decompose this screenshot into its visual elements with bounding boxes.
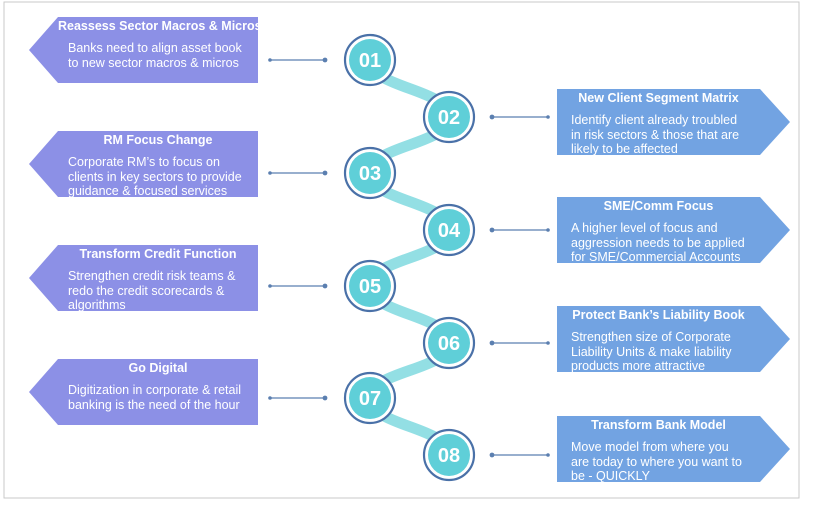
description-line: Strengthen size of Corporate [571, 330, 731, 344]
description-line: Corporate RM’s to focus on [68, 155, 220, 169]
description-line: in risk sectors & those that are [571, 127, 740, 142]
step-title-04: SME/Comm Focus [603, 199, 714, 213]
step-card-03 [29, 131, 258, 197]
circle-fill [428, 209, 470, 251]
circle-fill [349, 377, 391, 419]
step-number: 03 [359, 163, 381, 185]
step-title-03: RM Focus Change [103, 133, 213, 147]
circle-fill [428, 96, 470, 138]
step-number: 01 [359, 50, 381, 72]
description-line: products more attractive [571, 359, 706, 373]
step-number: 07 [359, 388, 381, 410]
pointer-dot-07 [322, 395, 328, 401]
step-title-06: Protect Bank’s Liability Book [572, 308, 745, 322]
description-line: Liability Units & make liability [571, 344, 732, 359]
step-circle-08: 08 [422, 428, 476, 482]
description-line: Digitization in corporate & retail [68, 383, 241, 397]
step-number: 04 [438, 220, 461, 242]
pointer-end-03 [268, 171, 272, 175]
step-circle-05: 05 [343, 259, 397, 313]
description-line: redo the credit scorecards & [68, 283, 225, 298]
step-description-05: Strengthen credit risk teams &redo the c… [68, 269, 256, 313]
pointer-end-07 [268, 396, 272, 400]
step-circle-07: 07 [343, 371, 397, 425]
description-line: for SME/Commercial Accounts [571, 250, 741, 264]
description-line: A higher level of focus and [571, 221, 718, 235]
step-title-02: New Client Segment Matrix [578, 91, 739, 105]
description-line: Strengthen credit risk teams & [68, 269, 236, 283]
pointer-end-08 [546, 453, 550, 457]
description-line: Move model from where you [571, 440, 729, 454]
step-card-02 [557, 89, 790, 155]
step-circle-04: 04 [422, 203, 476, 257]
step-number: 06 [438, 333, 460, 355]
description-line: clients in key sectors to provide [68, 169, 242, 184]
step-title-05: Transform Credit Function [79, 247, 237, 261]
pointer-dot-03 [322, 170, 328, 176]
step-circle-02: 02 [422, 90, 476, 144]
pointer-dot-04 [489, 227, 495, 233]
description-line: algorithms [68, 298, 126, 312]
step-card-06 [557, 306, 790, 372]
step-title-07: Go Digital [128, 361, 188, 375]
step-circle-01: 01 [343, 33, 397, 87]
description-line: to new sector macros & micros [68, 55, 239, 70]
pointer-lines [268, 57, 550, 458]
circle-fill [349, 152, 391, 194]
description-line: Identify client already troubled [571, 113, 738, 127]
description-line: banking is the need of the hour [68, 397, 240, 412]
circle-fill [349, 39, 391, 81]
step-card-04 [557, 197, 790, 263]
pointer-dot-06 [489, 340, 495, 346]
description-line: aggression needs to be applied [571, 235, 745, 250]
cards-layer [29, 17, 790, 482]
pointer-end-02 [546, 115, 550, 119]
circle-fill [349, 265, 391, 307]
step-title-01: Reassess Sector Macros & Micros [58, 19, 262, 33]
step-card-08 [557, 416, 790, 482]
pointer-end-05 [268, 284, 272, 288]
step-circle-03: 03 [343, 146, 397, 200]
pointer-dot-05 [322, 283, 328, 289]
step-card-07 [29, 359, 258, 425]
pointer-dot-02 [489, 114, 495, 120]
pointer-end-04 [546, 228, 550, 232]
step-circle-06: 06 [422, 316, 476, 370]
step-card-01 [29, 17, 258, 83]
pointer-end-01 [268, 58, 272, 62]
pointer-dot-08 [489, 452, 495, 458]
outer-border [3, 1, 800, 499]
circle-fill [428, 434, 470, 476]
step-number: 02 [438, 107, 460, 129]
circle-fill [428, 322, 470, 364]
description-line: Banks need to align asset book [68, 41, 242, 55]
step-circles: 01 02 03 04 05 06 07 08 [343, 33, 476, 482]
step-title-08: Transform Bank Model [591, 418, 726, 432]
pointer-end-06 [546, 341, 550, 345]
description-line: be - QUICKLY [571, 469, 650, 483]
step-card-05 [29, 245, 258, 311]
step-number: 05 [359, 276, 381, 298]
description-line: are today to where you want to [571, 454, 742, 469]
step-number: 08 [438, 445, 460, 467]
description-line: guidance & focused services [68, 184, 228, 198]
pointer-dot-01 [322, 57, 328, 63]
description-line: likely to be affected [571, 142, 678, 156]
